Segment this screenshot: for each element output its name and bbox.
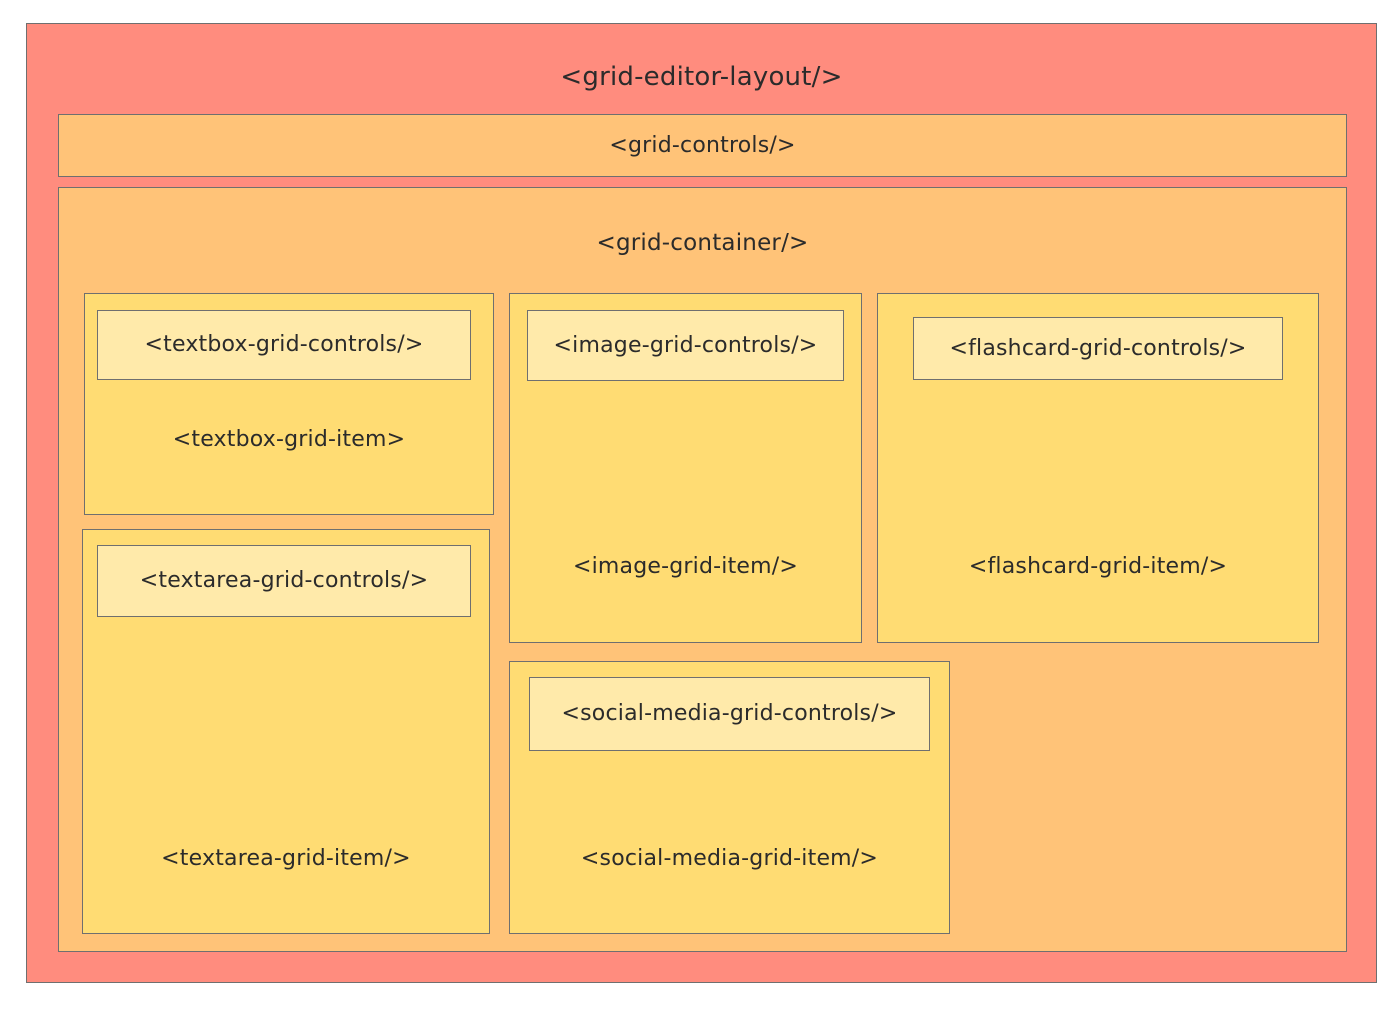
grid-controls-label: <grid-controls/> [609,132,796,158]
image-grid-controls-label: <image-grid-controls/> [553,332,818,358]
textbox-grid-controls-label: <textbox-grid-controls/> [144,332,424,357]
textarea-grid-item-label: <textarea-grid-item/> [161,846,411,871]
textarea-grid-item-box: <textarea-grid-controls/> <textarea-grid… [82,529,490,934]
flashcard-grid-item-label: <flashcard-grid-item/> [968,554,1228,579]
image-grid-item-label: <image-grid-item/> [572,554,799,579]
textbox-grid-item-label: <textbox-grid-item> [172,427,406,452]
social-media-grid-item-box: <social-media-grid-controls/> <social-me… [509,661,950,934]
grid-controls-box: <grid-controls/> [58,114,1347,177]
image-grid-item-box: <image-grid-controls/> <image-grid-item/… [509,293,862,643]
social-media-grid-controls-box: <social-media-grid-controls/> [529,677,930,751]
grid-container-label: <grid-container/> [596,230,809,256]
grid-container-box: <grid-container/> <textbox-grid-controls… [58,187,1347,952]
flashcard-grid-controls-box: <flashcard-grid-controls/> [913,317,1283,380]
grid-editor-layout-title: <grid-editor-layout/> [560,62,843,92]
image-grid-controls-box: <image-grid-controls/> [527,310,844,381]
flashcard-grid-controls-label: <flashcard-grid-controls/> [949,335,1247,361]
textbox-grid-item-box: <textbox-grid-controls/> <textbox-grid-i… [84,293,494,515]
textarea-grid-controls-label: <textarea-grid-controls/> [139,568,429,593]
social-media-grid-item-label: <social-media-grid-item/> [580,846,879,871]
social-media-grid-controls-label: <social-media-grid-controls/> [561,701,898,726]
grid-editor-layout-box: <grid-editor-layout/> <grid-controls/> <… [26,23,1377,983]
textarea-grid-controls-box: <textarea-grid-controls/> [97,545,471,617]
flashcard-grid-item-box: <flashcard-grid-controls/> <flashcard-gr… [877,293,1319,643]
textbox-grid-controls-box: <textbox-grid-controls/> [97,310,471,380]
